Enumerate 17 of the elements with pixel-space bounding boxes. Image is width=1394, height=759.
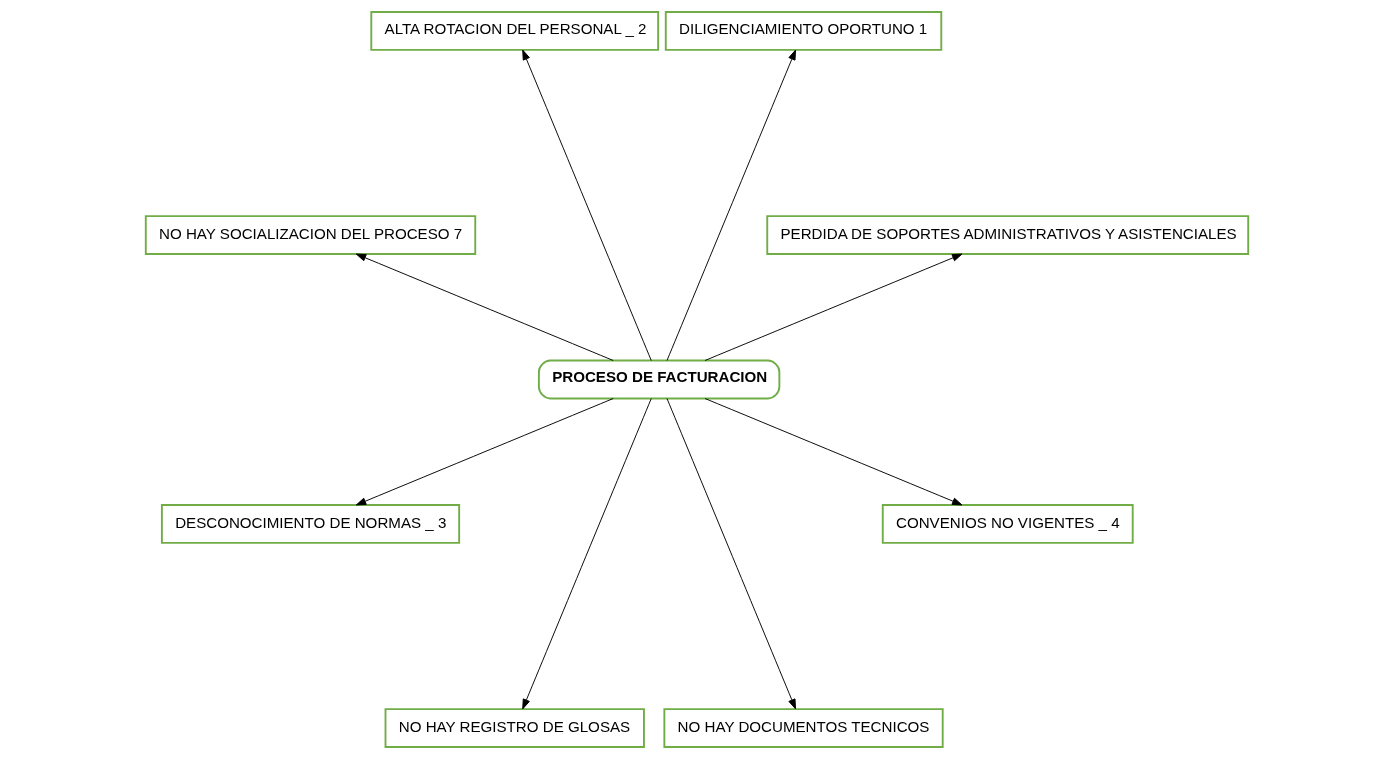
node-box: NO HAY SOCIALIZACION DEL PROCESO 7	[144, 215, 477, 255]
node-box: CONVENIOS NO VIGENTES _ 4	[881, 504, 1134, 544]
node-box: PROCESO DE FACTURACION	[537, 359, 781, 400]
arrow	[522, 398, 652, 710]
node-box: DESCONOCIMIENTO DE NORMAS _ 3	[160, 504, 461, 544]
arrow	[355, 253, 614, 361]
arrow	[355, 398, 614, 506]
arrow	[666, 398, 797, 710]
arrow	[704, 398, 963, 506]
node-box: PERDIDA DE SOPORTES ADMINISTRATIVOS Y ASISTENCIALES	[766, 215, 1250, 255]
arrow	[666, 49, 797, 361]
arrow	[704, 253, 963, 361]
node-box: NO HAY DOCUMENTOS TECNICOS	[663, 708, 944, 748]
node-box: DILIGENCIAMIENTO OPORTUNO 1	[664, 11, 943, 51]
node-box: NO HAY REGISTRO DE GLOSAS	[384, 708, 645, 748]
node-box: ALTA ROTACION DEL PERSONAL _ 2	[370, 11, 660, 51]
arrow	[522, 49, 652, 361]
